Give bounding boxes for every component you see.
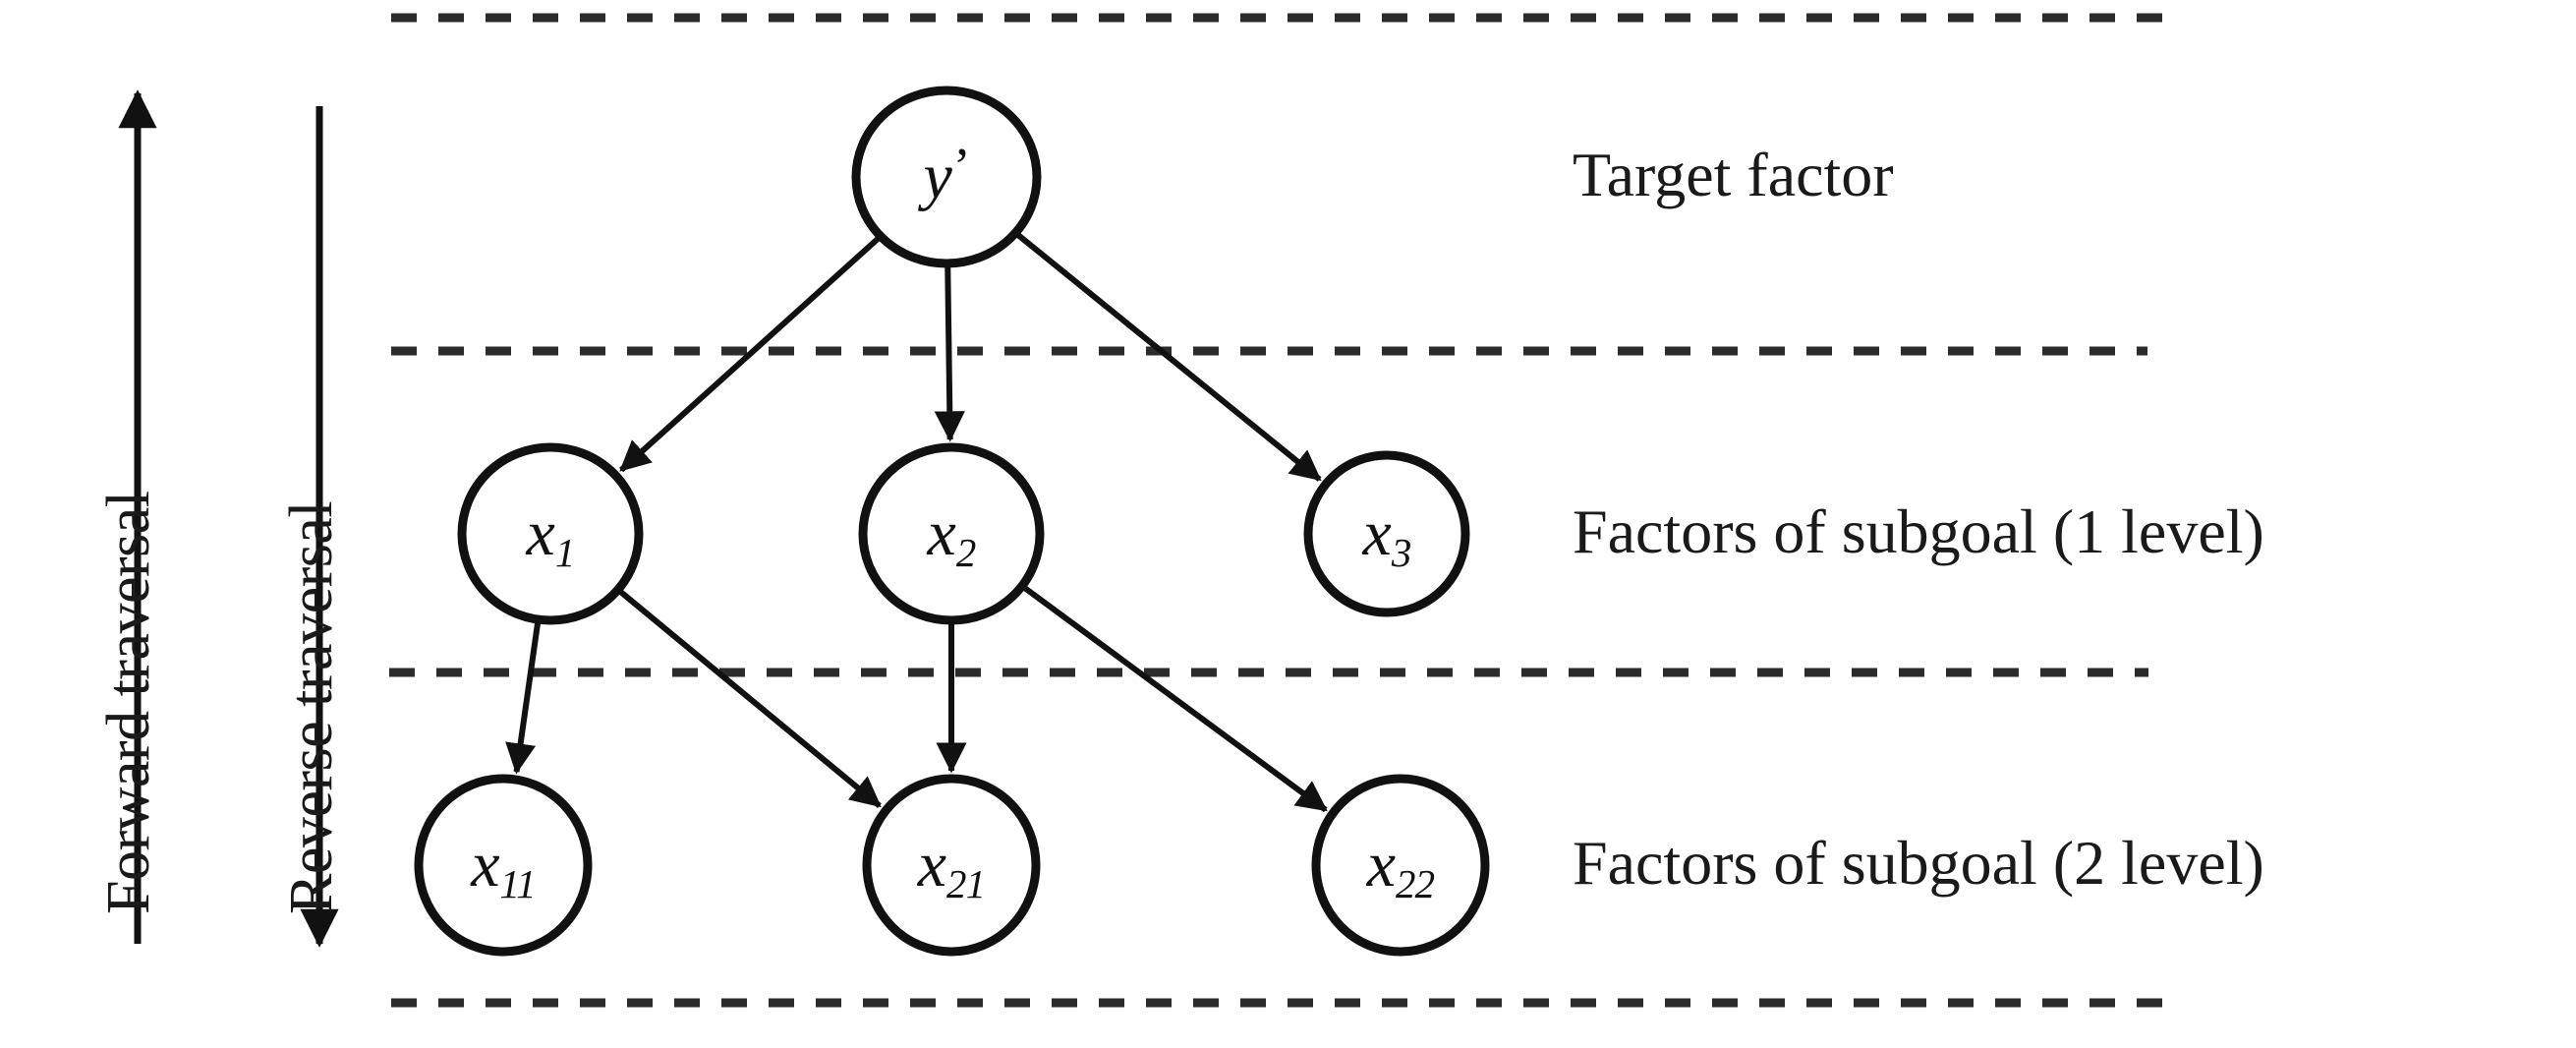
traversal-axis-arrows xyxy=(118,89,339,948)
node-x2[interactable] xyxy=(858,442,1045,625)
band-label-band-target: Target factor xyxy=(1573,140,1894,209)
node-x22[interactable] xyxy=(1311,774,1490,957)
node-x21[interactable] xyxy=(862,774,1041,957)
band-label-band-level-1: Factors of subgoal (1 level) xyxy=(1573,496,2264,566)
node-label-x22: x22 xyxy=(1366,829,1435,907)
node-label-x21: x21 xyxy=(917,829,986,907)
edge-y-to-x3 xyxy=(1013,230,1322,482)
edge-y-to-x2 xyxy=(934,262,965,442)
node-label-x3: x3 xyxy=(1362,497,1412,576)
node-x3[interactable] xyxy=(1303,450,1470,617)
traversal-label-forward: Forward traversal xyxy=(95,491,162,915)
nodes xyxy=(414,86,1490,957)
band-separators xyxy=(389,13,2178,1008)
edges xyxy=(505,230,1328,813)
band-label-band-level-2: Factors of subgoal (2 level) xyxy=(1573,828,2264,898)
edge-x1-to-x11 xyxy=(505,618,542,775)
node-label-y: y’ xyxy=(923,139,971,212)
node-label-x2: x2 xyxy=(927,497,977,576)
edge-y-to-x1 xyxy=(619,234,884,473)
edge-x1-to-x21 xyxy=(615,587,882,808)
node-label-x1: x1 xyxy=(526,497,576,576)
node-label-x11: x11 xyxy=(471,829,536,907)
node-y[interactable] xyxy=(851,86,1042,268)
edge-x2-to-x22 xyxy=(1020,583,1328,813)
node-x1[interactable] xyxy=(457,442,644,625)
traversal-label-reverse: Reverse traversal xyxy=(278,500,345,914)
node-x11[interactable] xyxy=(414,774,593,957)
